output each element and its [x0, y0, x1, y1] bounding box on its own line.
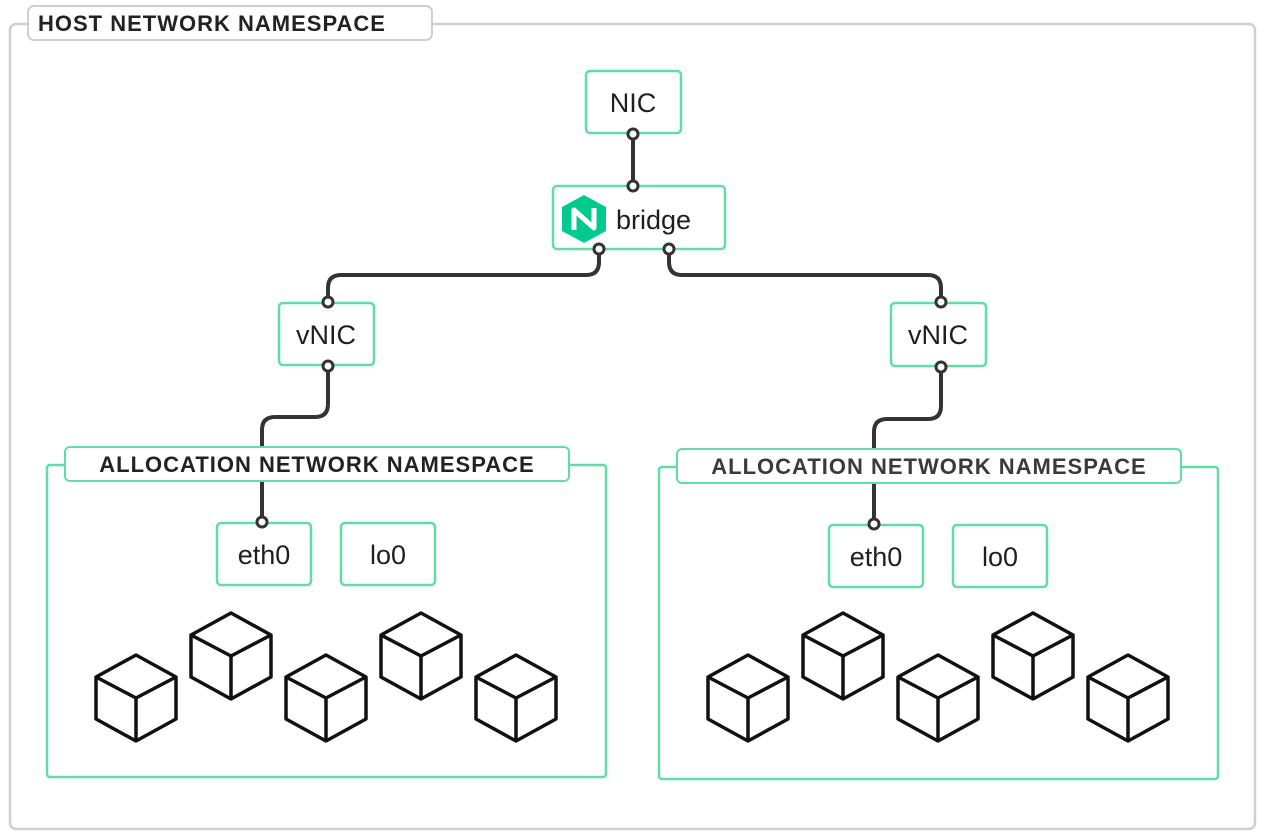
- allocation-namespace-left: ALLOCATION NETWORK NAMESPACE: [45, 446, 608, 779]
- lo0-left-node: lo0: [339, 521, 437, 587]
- lo0-right-node: lo0: [951, 523, 1049, 589]
- port-vnic-right-bottom: [934, 360, 948, 374]
- vnic-left-label: vNIC: [296, 320, 356, 350]
- port-eth0-left: [255, 515, 269, 529]
- cube-icon: [94, 653, 178, 743]
- host-namespace-label: HOST NETWORK NAMESPACE: [27, 5, 433, 41]
- vnic-right-label: vNIC: [908, 320, 968, 350]
- host-namespace-title: HOST NETWORK NAMESPACE: [38, 11, 386, 36]
- eth0-left-label: eth0: [238, 540, 291, 570]
- lo0-left-label: lo0: [370, 540, 406, 570]
- hexagon-n-logo-icon: [562, 195, 606, 243]
- cube-icon: [189, 611, 273, 701]
- cube-icon: [896, 653, 980, 743]
- cube-icon: [284, 653, 368, 743]
- cube-icon: [1086, 653, 1170, 743]
- bridge-vnic-left-link: [326, 247, 601, 304]
- port-eth0-right: [867, 517, 881, 531]
- port-nic-bottom: [626, 127, 640, 141]
- eth0-right-node: eth0: [827, 523, 925, 589]
- eth0-left-node: eth0: [215, 521, 313, 587]
- cube-icon: [991, 611, 1075, 701]
- workload-cubes-left: [94, 611, 558, 743]
- allocation-namespace-left-title: ALLOCATION NETWORK NAMESPACE: [99, 452, 534, 477]
- vnic-left-node: vNIC: [277, 301, 376, 367]
- lo0-right-label: lo0: [982, 542, 1018, 572]
- cube-icon: [474, 653, 558, 743]
- vnic-eth-left-link: [260, 364, 330, 524]
- port-bridge-top: [626, 179, 640, 193]
- bridge-node: bridge: [551, 184, 727, 251]
- allocation-namespace-right: ALLOCATION NETWORK NAMESPACE: [657, 448, 1220, 781]
- host-namespace-frame: [8, 22, 1257, 831]
- cube-icon: [801, 611, 885, 701]
- nic-label: NIC: [610, 88, 657, 118]
- vnic-right-node: vNIC: [889, 301, 988, 368]
- vnic-eth-right-link: [872, 365, 943, 526]
- bridge-label: bridge: [616, 205, 691, 235]
- workload-cubes-right: [706, 611, 1170, 743]
- connectors: [260, 132, 943, 526]
- port-bridge-right: [662, 242, 676, 256]
- port-vnic-right-top: [934, 295, 948, 309]
- nic-node: NIC: [584, 69, 683, 135]
- port-vnic-left-bottom: [321, 359, 335, 373]
- port-vnic-left-top: [321, 295, 335, 309]
- connection-ports: [255, 127, 948, 531]
- bridge-vnic-right-link: [667, 247, 943, 304]
- port-bridge-left: [592, 242, 606, 256]
- allocation-namespace-right-title: ALLOCATION NETWORK NAMESPACE: [711, 454, 1146, 479]
- cube-icon: [706, 653, 790, 743]
- cube-icon: [379, 611, 463, 701]
- eth0-right-label: eth0: [850, 542, 903, 572]
